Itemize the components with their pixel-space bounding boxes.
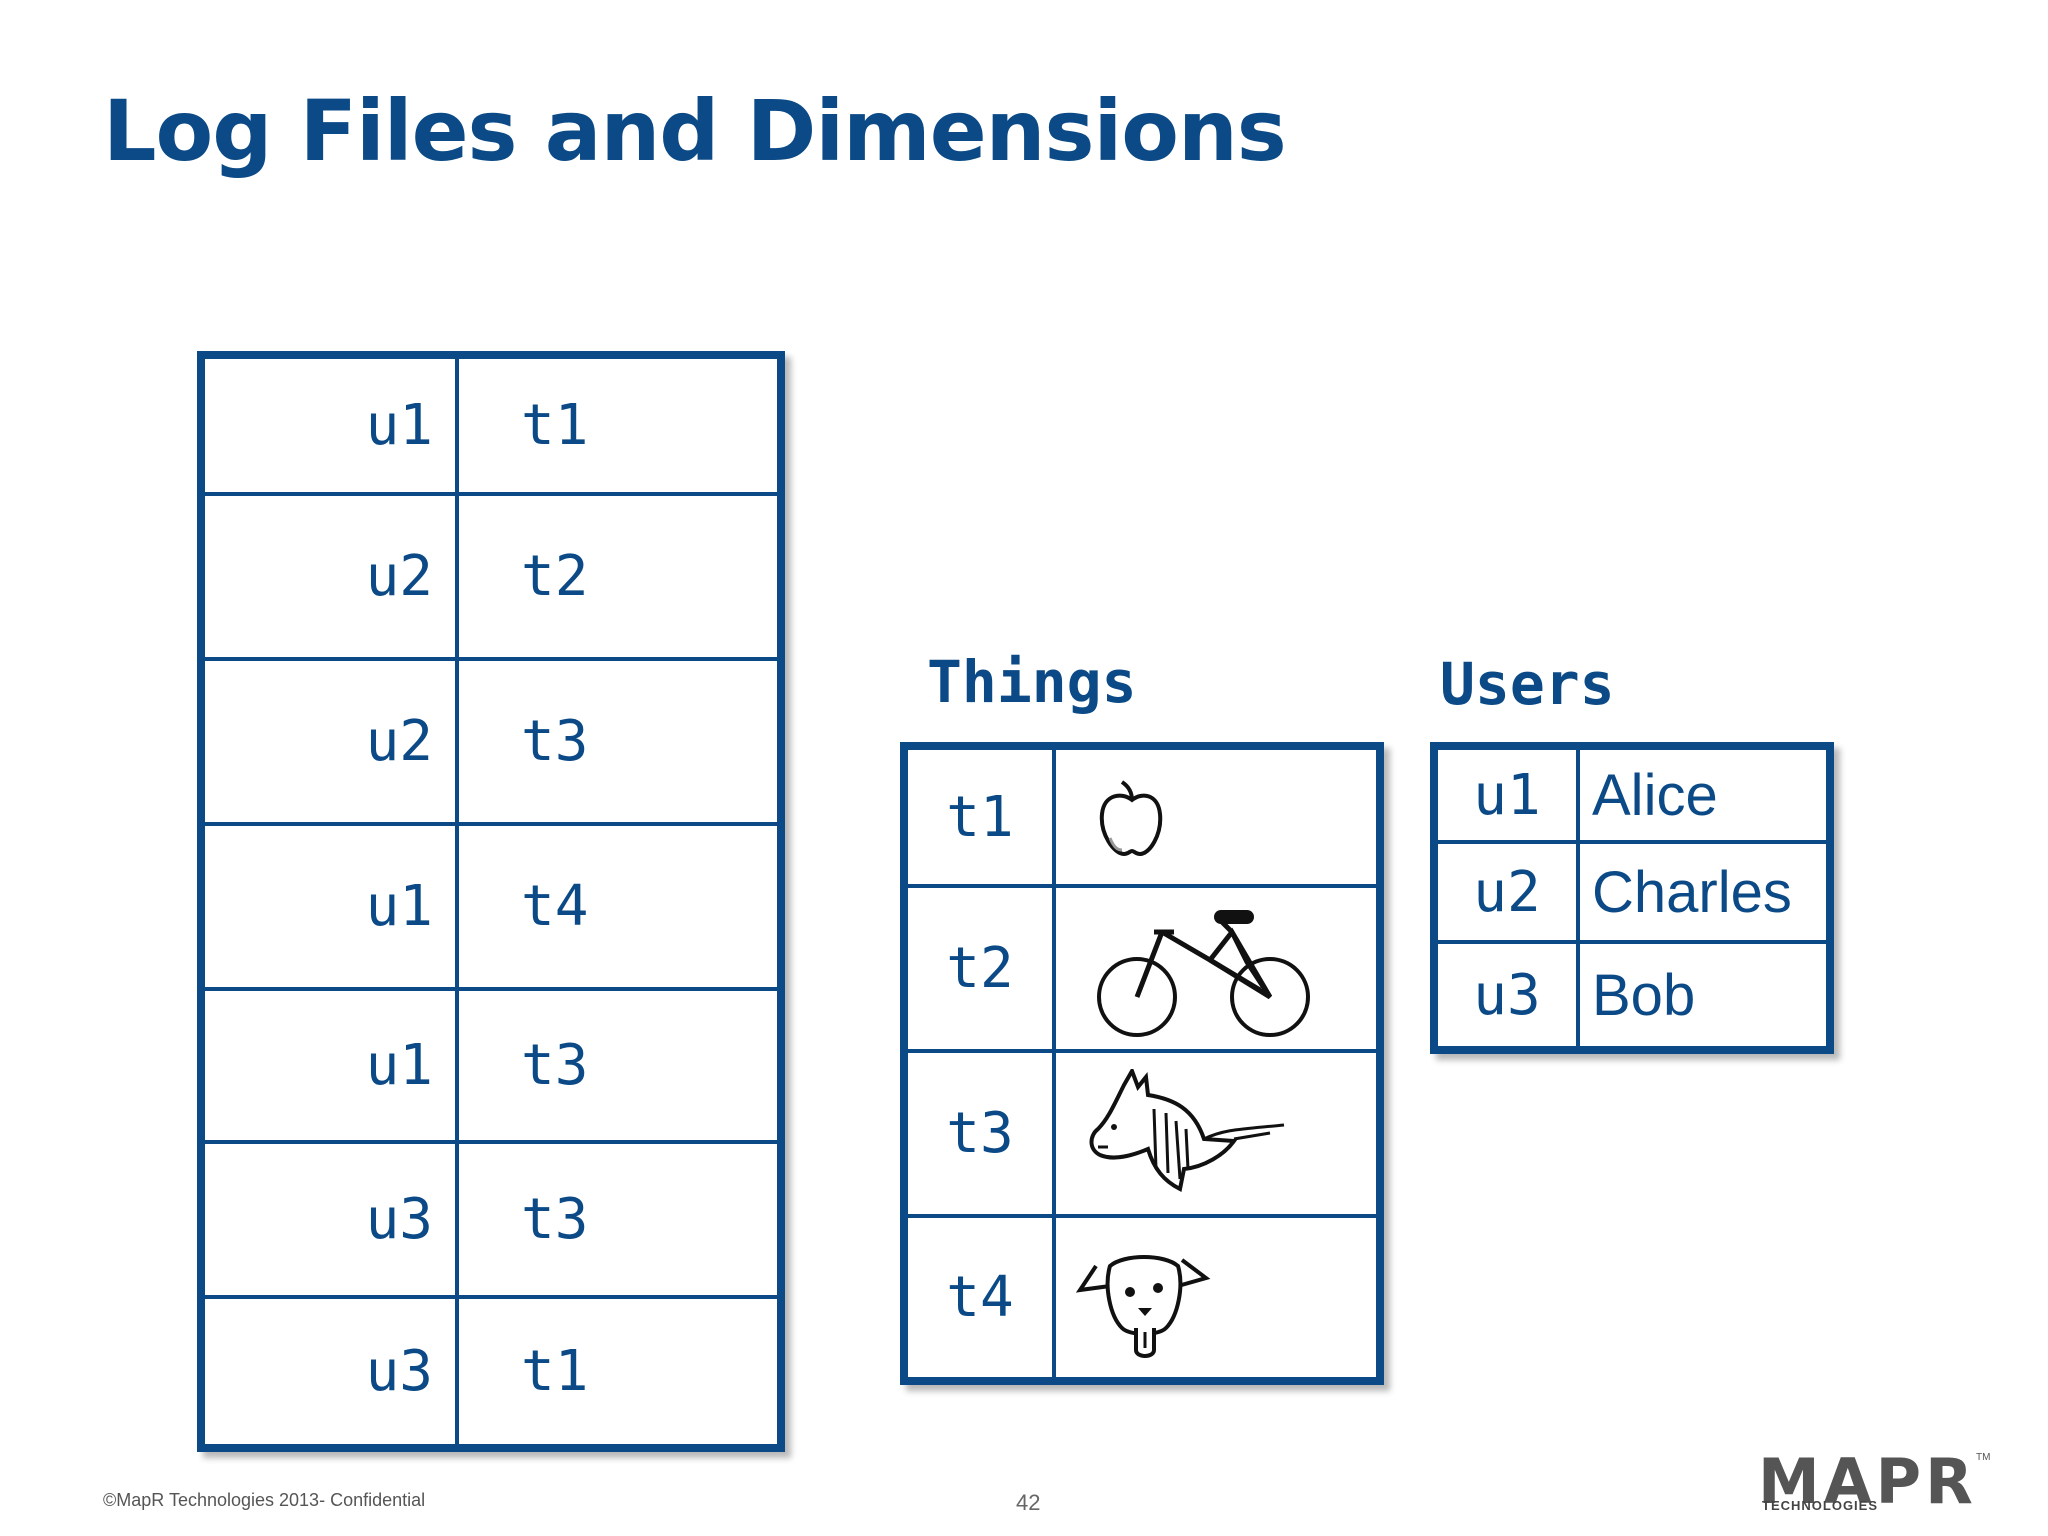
bicycle-icon (1097, 910, 1310, 1037)
table-row: t4 (902, 1214, 1382, 1383)
table-row: u3 t3 (199, 1140, 783, 1299)
log-thing-cell: t1 (455, 353, 783, 496)
users-table: u1 Alice u2 Charles u3 Bob (1430, 742, 1834, 1054)
users-heading: Users (1440, 650, 1615, 718)
thing-image-cell (1052, 1049, 1382, 1218)
footer-copyright: ©MapR Technologies 2013- Confidential (103, 1490, 426, 1510)
log-thing-cell: t3 (455, 987, 783, 1144)
table-row: u3 Bob (1432, 940, 1832, 1052)
log-user-cell: u1 (199, 353, 459, 496)
table-row: u1 t3 (199, 987, 783, 1144)
log-thing-cell: t1 (455, 1295, 783, 1450)
log-thing-cell: t3 (455, 1140, 783, 1299)
thing-id-cell: t3 (902, 1049, 1056, 1218)
mapr-logo: MAPR TECHNOLOGIES TM (1758, 1445, 1991, 1518)
logo-main-text: MAPR (1758, 1445, 1977, 1518)
log-user-cell: u2 (199, 657, 459, 826)
log-thing-cell: t3 (455, 657, 783, 826)
log-thing-cell: t2 (455, 492, 783, 661)
things-table: t1 t2 t3 (900, 742, 1384, 1385)
log-table: u1 t1 u2 t2 u2 t3 u1 t4 u1 t3 u3 t3 u3 t… (197, 351, 785, 1452)
thing-image-cell (1052, 744, 1382, 888)
thing-id-cell: t2 (902, 884, 1056, 1053)
user-name-cell: Alice (1576, 744, 1832, 844)
apple-icon (1099, 780, 1163, 857)
log-user-cell: u1 (199, 987, 459, 1144)
table-row: u3 t1 (199, 1295, 783, 1450)
table-row: u2 t2 (199, 492, 783, 661)
horse-icon (1089, 1069, 1285, 1192)
user-id-cell: u2 (1432, 840, 1580, 944)
table-row: u2 t3 (199, 657, 783, 826)
table-row: t2 (902, 884, 1382, 1053)
log-user-cell: u3 (199, 1140, 459, 1299)
table-row: u1 t4 (199, 822, 783, 991)
log-thing-cell: t4 (455, 822, 783, 991)
user-id-cell: u3 (1432, 940, 1580, 1052)
log-user-cell: u3 (199, 1295, 459, 1450)
table-row: u2 Charles (1432, 840, 1832, 944)
table-row: t1 (902, 744, 1382, 888)
table-row: t3 (902, 1049, 1382, 1218)
thing-image-cell (1052, 1214, 1382, 1383)
table-row: u1 t1 (199, 353, 783, 496)
logo-sub-text: TECHNOLOGIES (1762, 1498, 1879, 1513)
page-number: 42 (1016, 1490, 1041, 1515)
user-id-cell: u1 (1432, 744, 1580, 844)
thing-id-cell: t4 (902, 1214, 1056, 1383)
user-name-cell: Bob (1576, 940, 1832, 1052)
table-row: u1 Alice (1432, 744, 1832, 844)
thing-id-cell: t1 (902, 744, 1056, 888)
log-user-cell: u1 (199, 822, 459, 991)
things-heading: Things (927, 648, 1137, 716)
slide-title: Log Files and Dimensions (103, 82, 1287, 180)
dog-icon (1075, 1255, 1211, 1358)
user-name-cell: Charles (1576, 840, 1832, 944)
log-user-cell: u2 (199, 492, 459, 661)
thing-image-cell (1052, 884, 1382, 1053)
logo-tm: TM (1976, 1452, 1991, 1463)
